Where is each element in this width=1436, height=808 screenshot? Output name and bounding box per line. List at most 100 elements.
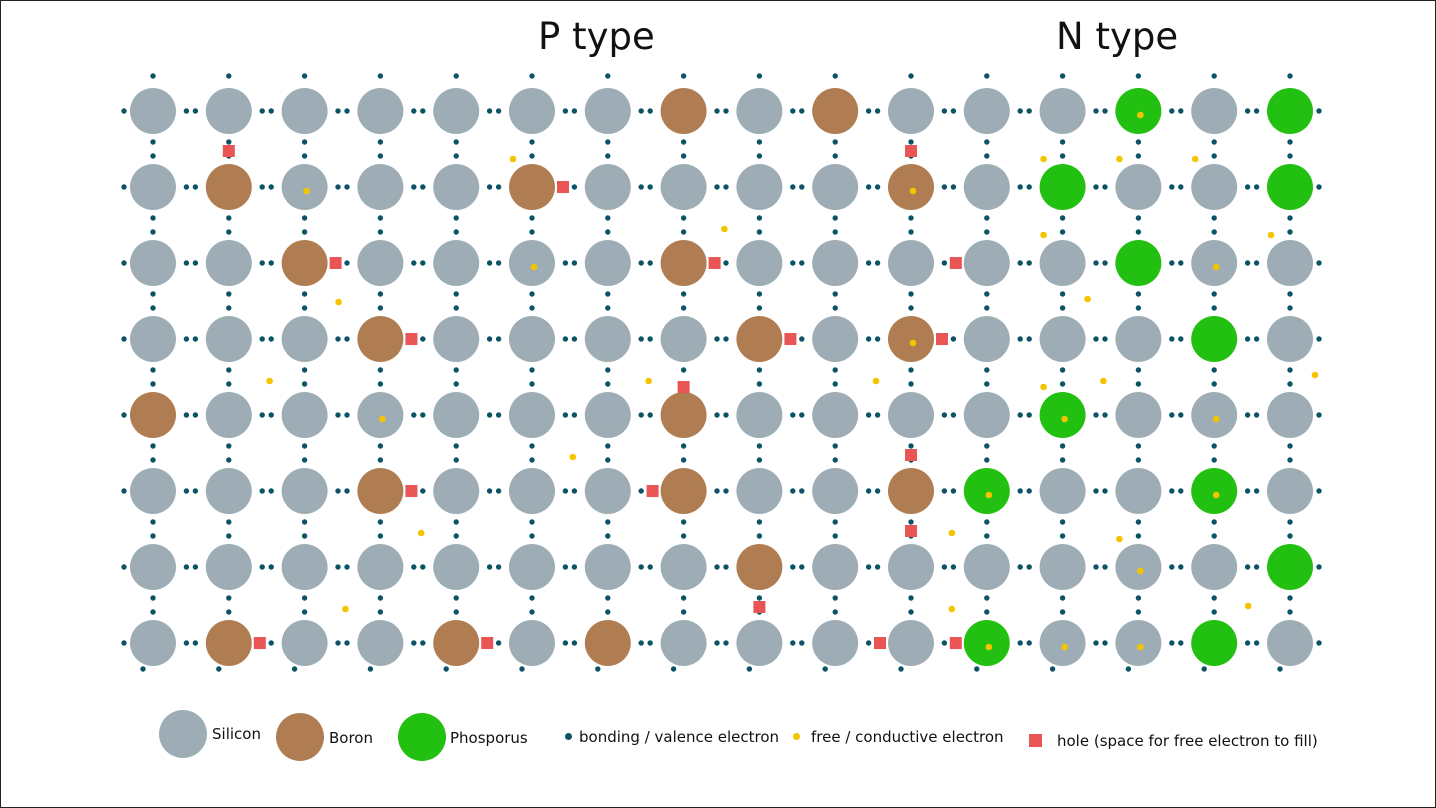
valence-electron	[1059, 73, 1066, 79]
free-electron	[985, 643, 993, 651]
valence-electron	[1316, 564, 1322, 570]
valence-electron	[680, 73, 687, 79]
silicon-atom	[509, 392, 555, 438]
valence-electron	[1211, 229, 1217, 235]
valence-electron	[411, 260, 417, 266]
valence-electron	[1211, 291, 1217, 297]
valence-electron	[377, 595, 384, 601]
boron-atom	[660, 240, 707, 286]
silicon-atom	[963, 164, 1010, 210]
silicon-atom	[736, 392, 783, 438]
valence-electron	[192, 488, 199, 494]
valence-electron	[1135, 533, 1142, 539]
silicon-atom	[736, 88, 783, 134]
hole	[329, 257, 342, 269]
valence-electron	[832, 533, 838, 539]
valence-electron	[453, 533, 459, 539]
free-electron	[1212, 415, 1220, 423]
silicon-atom	[584, 468, 631, 514]
valence-electron	[647, 564, 653, 570]
valence-electron	[226, 443, 232, 449]
free-electron	[1040, 231, 1047, 239]
valence-electron	[1049, 666, 1056, 672]
valence-electron	[1102, 184, 1108, 190]
boron-atom	[509, 164, 555, 210]
valence-electron	[647, 640, 653, 646]
valence-electron	[832, 305, 838, 311]
valence-electron	[377, 305, 384, 311]
valence-electron	[226, 519, 232, 525]
valence-electron	[268, 108, 274, 114]
valence-electron	[1211, 73, 1217, 79]
valence-electron	[335, 412, 341, 418]
silicon-atom	[1039, 544, 1086, 590]
silicon-atom	[433, 392, 480, 438]
valence-electron	[1026, 260, 1032, 266]
valence-electron	[495, 412, 502, 418]
free-electron	[1137, 643, 1144, 651]
valence-electron	[411, 564, 417, 570]
valence-electron	[301, 139, 308, 145]
silicon-atom	[281, 88, 328, 134]
valence-electron	[950, 412, 957, 418]
valence-electron	[344, 412, 350, 418]
valence-electron	[832, 381, 838, 387]
valence-electron	[605, 457, 611, 463]
valence-electron	[1026, 336, 1032, 342]
silicon-atom	[1267, 316, 1313, 362]
valence-electron	[1026, 412, 1032, 418]
valence-electron	[1026, 184, 1032, 190]
silicon-atom	[963, 544, 1010, 590]
valence-electron	[799, 336, 805, 342]
valence-electron	[799, 640, 805, 646]
free-electron	[569, 453, 577, 461]
valence-electron	[486, 488, 493, 494]
valence-electron	[908, 381, 914, 387]
valence-electron	[344, 184, 350, 190]
valence-electron	[571, 488, 578, 494]
valence-electron	[495, 640, 502, 646]
free-electron	[1061, 415, 1068, 423]
valence-electron	[335, 184, 341, 190]
valence-electron	[150, 381, 156, 387]
valence-electron	[121, 640, 127, 646]
valence-electron	[1287, 519, 1293, 525]
valence-electron	[756, 73, 763, 79]
free-electron	[1311, 371, 1319, 379]
valence-electron	[1135, 595, 1142, 601]
valence-electron	[1059, 457, 1066, 463]
valence-electron	[226, 367, 232, 373]
valence-electron	[268, 336, 274, 342]
valence-electron	[226, 305, 232, 311]
valence-electron	[150, 73, 156, 79]
valence-electron	[1253, 488, 1260, 494]
valence-electron	[1093, 640, 1099, 646]
valence-electron	[301, 457, 308, 463]
valence-electron	[680, 533, 687, 539]
valence-electron	[1102, 640, 1108, 646]
silicon-atom	[433, 240, 480, 286]
valence-electron	[192, 184, 199, 190]
valence-electron	[486, 184, 493, 190]
valence-electron	[301, 153, 308, 159]
valence-electron	[344, 488, 350, 494]
valence-electron	[984, 229, 990, 235]
valence-electron	[192, 412, 199, 418]
valence-electron	[1135, 609, 1142, 615]
silicon-atom	[736, 164, 783, 210]
valence-electron	[529, 533, 535, 539]
valence-electron	[865, 640, 872, 646]
valence-electron	[984, 595, 990, 601]
free-electron	[335, 298, 342, 306]
valence-electron	[562, 260, 569, 266]
silicon-atom	[130, 164, 176, 210]
silicon-atom	[509, 240, 555, 286]
valence-electron	[268, 412, 274, 418]
valence-electron	[984, 215, 990, 221]
valence-electron	[121, 336, 127, 342]
valence-electron	[1017, 640, 1023, 646]
valence-electron	[832, 457, 838, 463]
silicon-atom	[1039, 468, 1086, 514]
silicon-atom	[509, 620, 555, 666]
valence-electron	[1059, 291, 1066, 297]
